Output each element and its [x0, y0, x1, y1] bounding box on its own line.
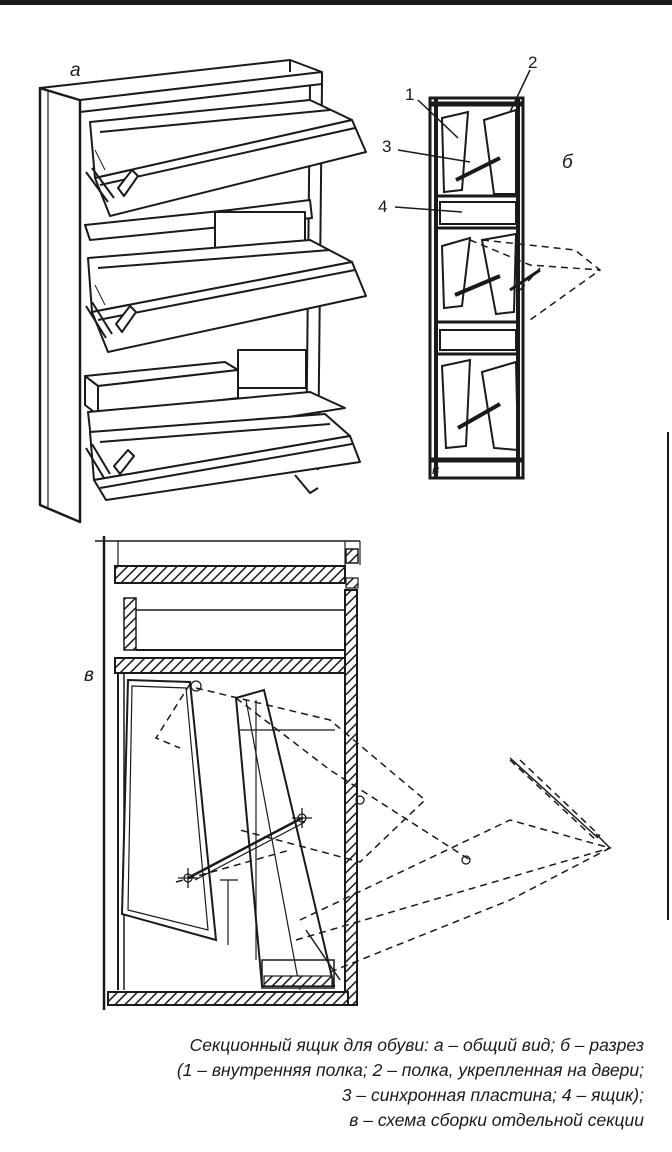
inner-shelf: [440, 110, 470, 194]
caption-line-3: 3 – синхронная пластина; 4 – ящик);: [341, 1085, 644, 1105]
caption-line-1: Секционный ящик для обуви: а – общий вид…: [189, 1035, 644, 1055]
door-shelf-scheme: [234, 688, 336, 987]
section-frame: [428, 96, 525, 480]
callout-1: 1: [405, 85, 414, 104]
shoe-cabinet-figure: а: [38, 53, 669, 1010]
right-wall: [344, 589, 358, 1006]
inner-shelf-scheme: [120, 678, 218, 942]
callout-2: 2: [528, 53, 537, 72]
drawer-door-3: [85, 391, 361, 501]
view-a-general-view: [38, 59, 367, 524]
drawer-box: [439, 201, 517, 225]
view-b-section: [394, 69, 602, 480]
label-view-a: а: [70, 60, 81, 81]
drawer-door-1: [85, 99, 367, 217]
section-2: [436, 232, 518, 324]
left-side-panel: [38, 86, 82, 524]
drawer-door-2: [84, 199, 367, 353]
top-rule: [0, 0, 672, 5]
sync-plate-scheme: [187, 816, 303, 880]
top-board: [114, 565, 346, 584]
label-view-v: в: [84, 665, 94, 686]
top-panel: [39, 59, 323, 101]
door-shelf: [482, 108, 517, 195]
sync-plate: [455, 156, 501, 182]
bottom-board: [107, 991, 349, 1006]
label-view-v-small: в: [432, 461, 439, 477]
figure-caption: Секционный ящик для обуви: а – общий вид…: [44, 1033, 644, 1133]
label-view-b: б: [562, 152, 574, 173]
view-v-assembly-scheme: [95, 536, 613, 1010]
pivot-points: [178, 680, 471, 888]
caption-line-2: (1 – внутренняя полка; 2 – полка, укрепл…: [176, 1060, 644, 1080]
open-drawer: [84, 349, 307, 416]
middle-board: [114, 657, 346, 674]
callout-3: 3: [382, 137, 391, 156]
caption-line-4: в – схема сборки отдельной секции: [349, 1110, 644, 1130]
section-3: [440, 358, 520, 452]
open-position-dashed: [154, 683, 613, 973]
callout-4: 4: [378, 197, 387, 216]
section-1: [436, 108, 518, 198]
